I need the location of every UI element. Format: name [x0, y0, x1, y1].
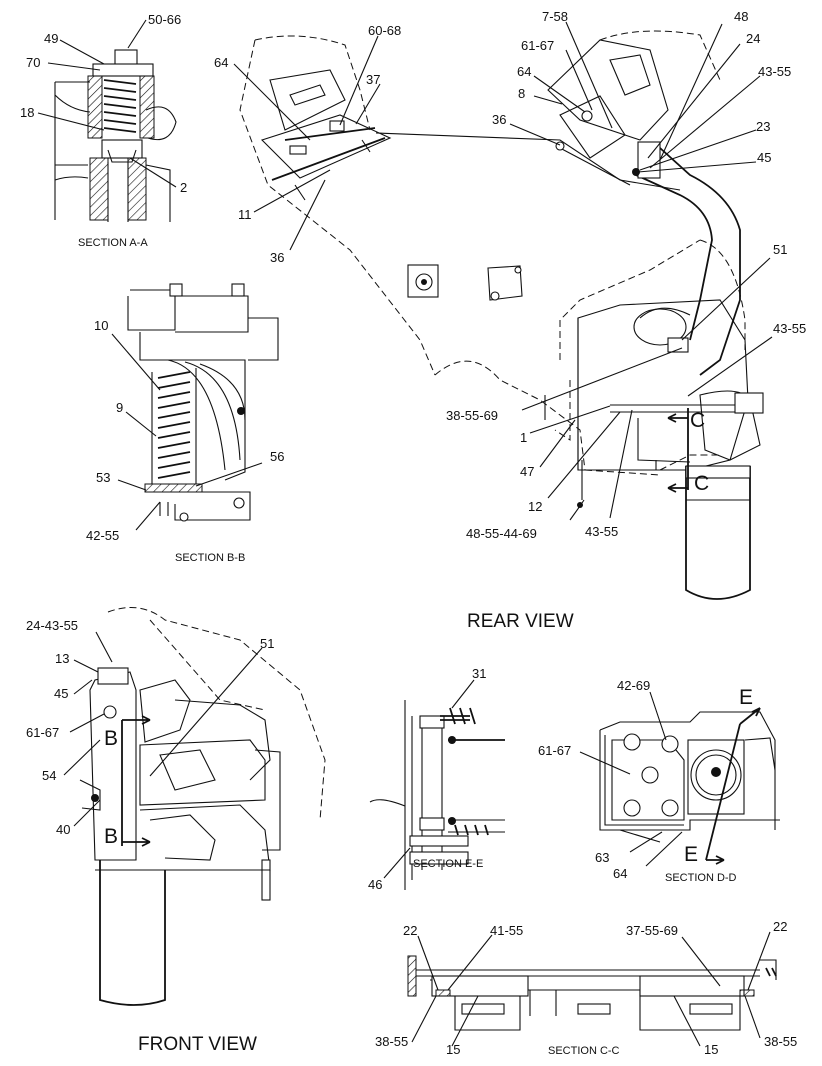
callout-51: 51 — [773, 242, 787, 257]
section-ee-leaders — [383, 679, 475, 879]
callout-38-55-69: 38-55-69 — [446, 408, 498, 423]
callout-22-right: 22 — [773, 919, 787, 934]
section-bb-title: SECTION B-B — [175, 552, 245, 564]
callout-8: 8 — [518, 86, 525, 101]
callout-50-66: 50-66 — [148, 12, 181, 27]
callout-45-front: 45 — [54, 686, 68, 701]
callout-2: 2 — [180, 180, 187, 195]
section-aa-title: SECTION A-A — [78, 237, 148, 249]
callout-40: 40 — [56, 822, 70, 837]
cut-line-c — [667, 408, 689, 493]
callout-36: 36 — [270, 250, 284, 265]
callout-54: 54 — [42, 768, 56, 783]
section-ee-drawing — [369, 700, 505, 890]
callout-37: 37 — [366, 72, 380, 87]
cut-label-b-upper: B — [104, 727, 118, 750]
callout-9: 9 — [116, 400, 123, 415]
rear-view-title: REAR VIEW — [467, 611, 574, 632]
callout-12: 12 — [528, 499, 542, 514]
callout-70: 70 — [26, 55, 40, 70]
cut-label-c-lower: C — [694, 472, 709, 495]
cut-line-e — [705, 707, 761, 865]
section-dd-title: SECTION D-D — [665, 872, 737, 884]
callout-31: 31 — [472, 666, 486, 681]
callout-36-rear: 36 — [492, 112, 506, 127]
callout-37-55-69: 37-55-69 — [626, 923, 678, 938]
callout-15-left: 15 — [446, 1042, 460, 1057]
front-view-leaders — [63, 631, 263, 827]
callout-47: 47 — [520, 464, 534, 479]
cut-label-c-upper: C — [690, 409, 705, 432]
callout-56: 56 — [270, 449, 284, 464]
callout-48: 48 — [734, 9, 748, 24]
callout-15-right: 15 — [704, 1042, 718, 1057]
callout-60-68: 60-68 — [368, 23, 401, 38]
cut-line-b — [121, 715, 151, 847]
callout-38-55-right: 38-55 — [764, 1034, 797, 1049]
callout-41-55: 41-55 — [490, 923, 523, 938]
callout-63: 63 — [595, 850, 609, 865]
callout-48-55-44-69: 48-55-44-69 — [466, 526, 537, 541]
section-bb-leaders — [111, 333, 263, 531]
callout-23: 23 — [756, 119, 770, 134]
rear-view-drawing — [239, 30, 764, 600]
section-cc-title: SECTION C-C — [548, 1045, 620, 1057]
callout-42-69: 42-69 — [617, 678, 650, 693]
callout-64-dd: 64 — [613, 866, 627, 881]
rear-view-leaders — [233, 21, 773, 521]
callout-13: 13 — [55, 651, 69, 666]
callout-43-55-low: 43-55 — [585, 524, 618, 539]
callout-24: 24 — [746, 31, 760, 46]
section-aa-leaders — [37, 19, 177, 188]
section-aa-drawing — [54, 49, 177, 222]
cut-label-b-lower: B — [104, 825, 118, 848]
section-cc-drawing — [407, 955, 777, 1031]
callout-43-55-top: 43-55 — [758, 64, 791, 79]
cut-label-e-lower: E — [684, 843, 698, 866]
section-dd-drawing — [599, 711, 780, 843]
callout-64-rear: 64 — [517, 64, 531, 79]
callout-10: 10 — [94, 318, 108, 333]
callout-1: 1 — [520, 430, 527, 445]
front-view-drawing — [79, 607, 326, 1006]
callout-18: 18 — [20, 105, 34, 120]
callout-49: 49 — [44, 31, 58, 46]
callout-61-67-dd: 61-67 — [538, 743, 571, 758]
callout-7-58: 7-58 — [542, 9, 568, 24]
section-dd-leaders — [579, 691, 683, 867]
section-cc-leaders — [411, 931, 771, 1047]
callout-64: 64 — [214, 55, 228, 70]
callout-11: 11 — [238, 207, 252, 222]
cut-label-e-upper: E — [739, 686, 753, 709]
callout-38-55-left: 38-55 — [375, 1034, 408, 1049]
callout-61-67-front: 61-67 — [26, 725, 59, 740]
callout-43-55-mid: 43-55 — [773, 321, 806, 336]
callout-24-43-55: 24-43-55 — [26, 618, 78, 633]
callout-42-55: 42-55 — [86, 528, 119, 543]
section-bb-drawing — [127, 283, 279, 522]
callout-45: 45 — [757, 150, 771, 165]
callout-53: 53 — [96, 470, 110, 485]
callout-51-front: 51 — [260, 636, 274, 651]
section-ee-title: SECTION E-E — [413, 858, 483, 870]
front-view-title: FRONT VIEW — [138, 1034, 257, 1055]
callout-46: 46 — [368, 877, 382, 892]
callout-22-left: 22 — [403, 923, 417, 938]
callout-61-67: 61-67 — [521, 38, 554, 53]
